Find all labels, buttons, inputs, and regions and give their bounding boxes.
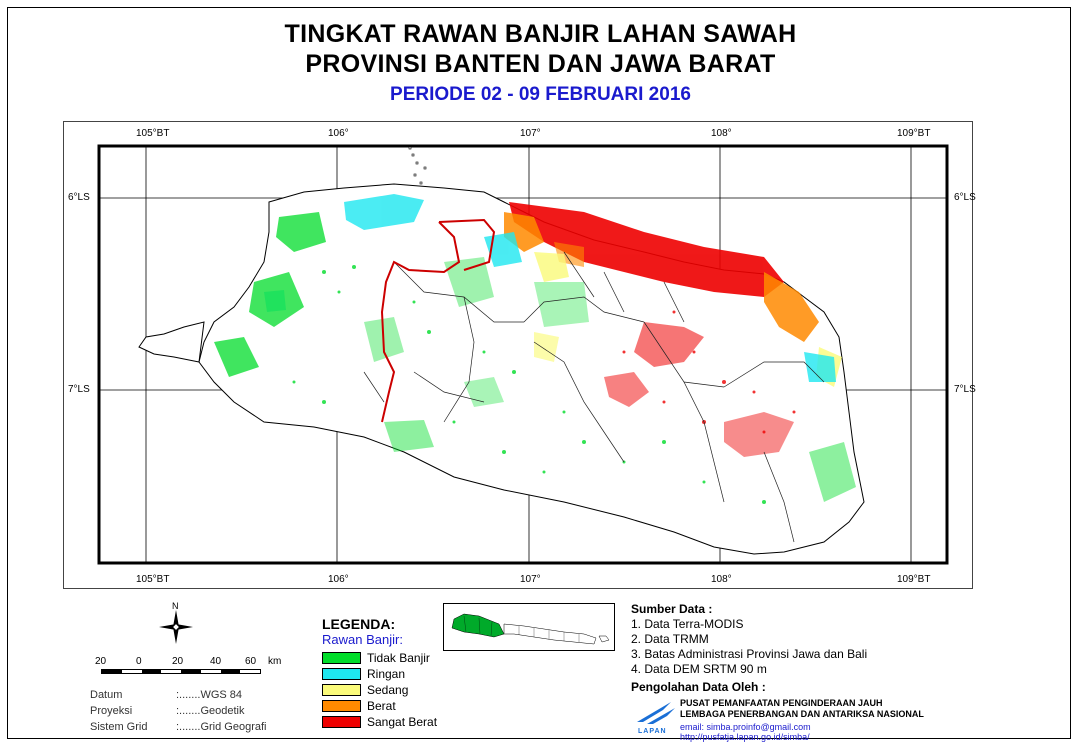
map-period: PERIODE 02 - 09 FEBRUARI 2016 (390, 84, 691, 105)
processing-heading: Pengolahan Data Oleh : (631, 680, 766, 694)
sources-heading: Sumber Data : (631, 602, 713, 616)
scale-label-40: 40 (210, 656, 222, 667)
legend-swatch-ringan (322, 668, 361, 680)
meta-value-datum: :.......WGS 84 (176, 689, 243, 701)
scale-label-km: km (268, 656, 282, 667)
scale-label-0: 0 (136, 656, 142, 667)
lat-label-right-6: 6°LS (954, 192, 976, 203)
paddy-speckles (292, 265, 766, 504)
source-item-4: 4. Data DEM SRTM 90 m (631, 662, 767, 676)
scale-bar (101, 669, 261, 674)
legend-item-ringan: Ringan (322, 667, 405, 681)
lon-label-bottom-105: 105°BT (136, 574, 170, 585)
lapan-logo-icon (637, 702, 675, 724)
meta-label-proyeksi: Proyeksi (90, 705, 133, 717)
legend-label-tidak-banjir: Tidak Banjir (367, 651, 430, 665)
thousand-islands (408, 146, 427, 185)
legend-title: LEGENDA: (322, 616, 396, 632)
legend-label-berat: Berat (367, 699, 396, 713)
lon-label-top-107: 107° (520, 128, 541, 139)
legend-swatch-sangat-berat (322, 716, 361, 728)
map-sheet-frame (7, 7, 1071, 739)
lat-label-left-7: 7°LS (68, 384, 90, 395)
lon-label-bottom-107: 107° (520, 574, 541, 585)
lon-label-top-105: 105°BT (136, 128, 170, 139)
source-item-2: 2. Data TRMM (631, 632, 709, 646)
lon-label-bottom-108: 108° (711, 574, 732, 585)
org-line2: LEMBAGA PENERBANGAN DAN ANTARIKSA NASION… (680, 709, 924, 719)
lapan-logo-text: LAPAN (638, 728, 667, 735)
map-canvas (97, 144, 949, 565)
legend-swatch-berat (322, 700, 361, 712)
lon-label-top-109: 109°BT (897, 128, 931, 139)
scale-label-20: 20 (172, 656, 184, 667)
inset-java-bali-icon (451, 613, 610, 645)
flood-zones-tidak-banjir (214, 212, 856, 502)
inset-map (443, 603, 615, 651)
lon-label-bottom-109: 109°BT (897, 574, 931, 585)
scale-label-20-left: 20 (95, 656, 107, 667)
meta-value-sistem-grid: :.......Grid Geografi (176, 721, 267, 733)
legend-item-berat: Berat (322, 699, 396, 713)
legend-item-sangat-berat: Sangat Berat (322, 715, 437, 729)
province-border-jakarta (438, 218, 496, 271)
scale-label-60: 60 (245, 656, 257, 667)
lon-label-bottom-106: 106° (328, 574, 349, 585)
map-title-line1: TINGKAT RAWAN BANJIR LAHAN SAWAH (284, 20, 797, 48)
lon-label-top-108: 108° (711, 128, 732, 139)
map-panel: 105°BT 106° 107° 108° 109°BT 105°BT 106°… (63, 121, 976, 589)
map-inner-frame (97, 144, 949, 565)
legend-label-sangat-berat: Sangat Berat (367, 715, 438, 729)
meta-value-proyeksi: :.......Geodetik (176, 705, 245, 717)
source-item-3: 3. Batas Administrasi Provinsi Jawa dan … (631, 647, 868, 661)
lat-label-right-7: 7°LS (954, 384, 976, 395)
legend-item-sedang: Sedang (322, 683, 408, 697)
source-item-1: 1. Data Terra-MODIS (631, 617, 744, 631)
flood-zones-berat (504, 212, 819, 342)
legend-label-sedang: Sedang (367, 683, 409, 697)
lon-label-top-106: 106° (328, 128, 349, 139)
legend-swatch-tidak-banjir (322, 652, 361, 664)
banten-peninsula (138, 321, 205, 363)
province-border-banten-jabar (380, 221, 461, 423)
org-line1: PUSAT PEMANFAATAN PENGINDERAAN JAUH (680, 698, 883, 708)
legend-subtitle: Rawan Banjir: (322, 632, 403, 647)
red-speckles (622, 310, 796, 434)
lat-label-left-6: 6°LS (68, 192, 90, 203)
org-web-link[interactable]: http://pusfatja.lapan.go.id/simba/ (680, 732, 810, 742)
map-title-line2: PROVINSI BANTEN DAN JAWA BARAT (305, 50, 776, 78)
north-arrow-icon (159, 610, 193, 644)
legend-item-tidak-banjir: Tidak Banjir (322, 651, 430, 665)
legend-swatch-sedang (322, 684, 361, 696)
north-label: N (172, 601, 179, 611)
org-email-link[interactable]: email: simba.proinfo@gmail.com (680, 722, 811, 732)
legend-label-ringan: Ringan (367, 667, 406, 681)
regency-boundaries (363, 251, 825, 543)
meta-label-datum: Datum (90, 689, 123, 701)
meta-label-sistem-grid: Sistem Grid (90, 721, 148, 733)
